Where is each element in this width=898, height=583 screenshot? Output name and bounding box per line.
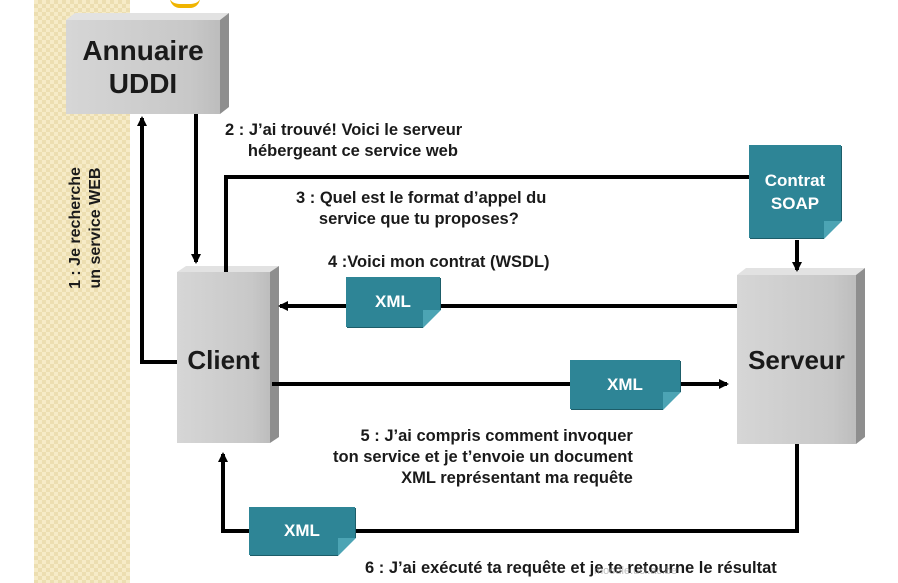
client-box [177,266,279,443]
step4-label: 4 :Voici mon contrat (WSDL) [328,253,550,271]
arrow-step1 [137,116,177,364]
arrow-step3 [224,175,752,272]
xml-document-step6: XML [249,507,356,556]
step2-label: 2 : J’ai trouvé! Voici le serveur héberg… [225,121,463,160]
contrat-soap-document: Contrat SOAP [749,145,842,239]
xml-label: XML [375,292,411,311]
annuaire-label: Annuaire UDDI [82,35,204,99]
xml-document-step5: XML [570,360,681,410]
step1-label-container: 1 : Je recherche un service WEB [50,148,122,308]
annuaire-box [66,13,229,114]
xml-label: XML [284,521,320,540]
xml-label: XML [607,374,643,394]
serveur-box [737,268,865,444]
contrat-soap-label: Contrat SOAP [764,170,826,213]
serveur-label: Serveur [748,344,845,375]
watermark: moodle.ucl.ac.be [594,565,678,577]
title-fragment [170,0,200,8]
xml-document-step4: XML [346,277,441,328]
client-label: Client [187,344,260,375]
arrow-step6 [218,444,799,533]
step6-label: 6 : J’ai exécuté ta requête et je te ret… [365,559,777,577]
step1-label: 1 : Je recherche un service WEB [67,167,104,289]
step3-label: 3 : Quel est le format d’appel du servic… [296,189,547,228]
step5-label: 5 : J’ai compris comment invoquer ton se… [333,427,633,487]
